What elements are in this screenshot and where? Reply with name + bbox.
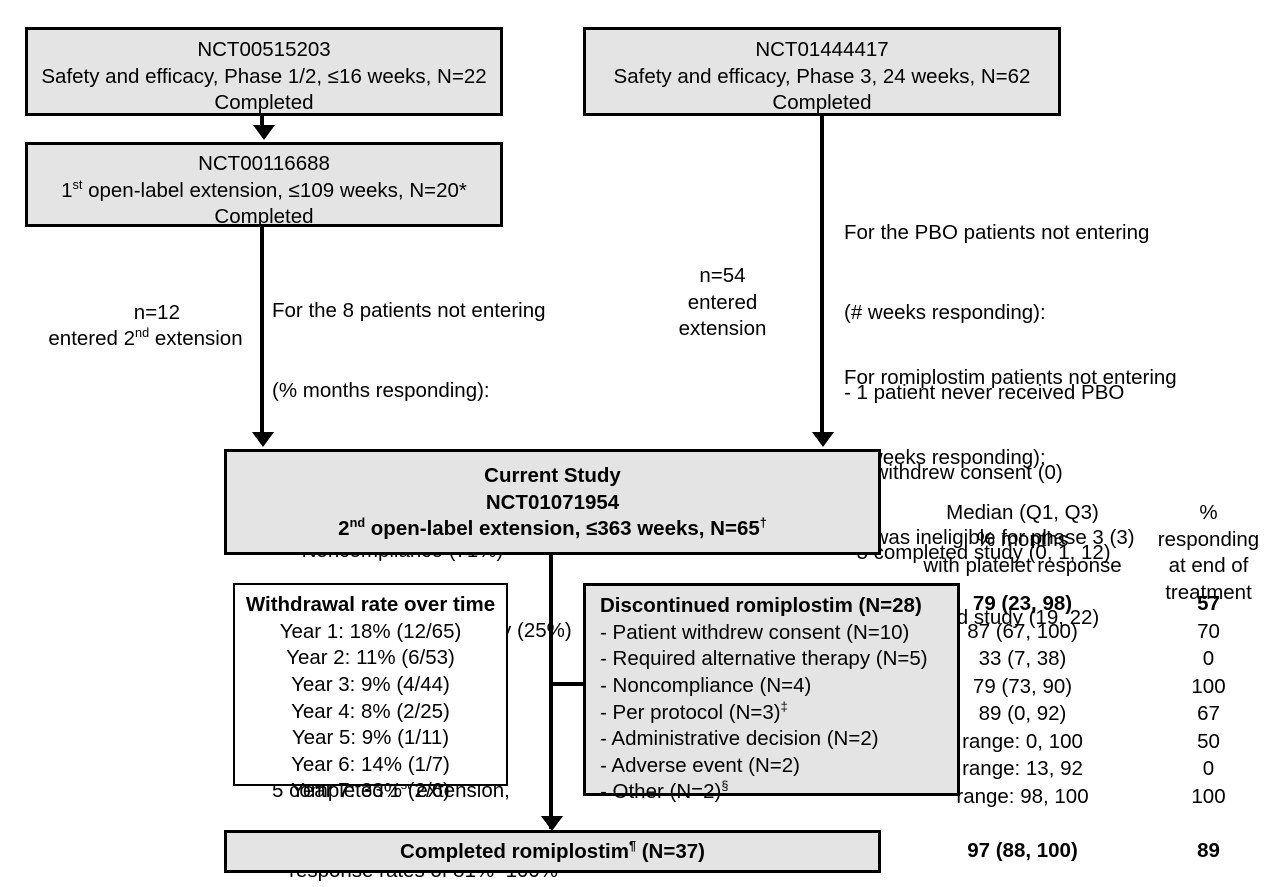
median-value-7: range: 13, 92 <box>962 757 1083 781</box>
pbo-note-l1: For the PBO patients not entering <box>844 221 1150 245</box>
connector-branch-to-discontinued <box>549 682 586 686</box>
discontinued-title: Discontinued romiplostim (N=28) <box>600 594 922 617</box>
study1-line3: Completed <box>214 91 314 115</box>
node-completed-romiplostim: Completed romiplostim¶ (N=37) <box>224 830 881 873</box>
node-withdrawal-rate: Withdrawal rate over time Year 1: 18% (1… <box>233 583 508 802</box>
node-study-nct00515203: NCT00515203 Safety and efficacy, Phase 1… <box>25 27 503 116</box>
responding-value-5: 67 <box>1197 702 1220 726</box>
discontinued-row-3: - Noncompliance (N=4) <box>600 673 812 697</box>
withdrawal-row-4: Year 4: 8% (2/25) <box>291 699 450 723</box>
pbo-note-l2: (# weeks responding): <box>844 301 1046 325</box>
left-note-l2: (% months responding): <box>272 379 490 403</box>
withdrawal-row-2: Year 2: 11% (6/53) <box>286 646 455 670</box>
romi-note-l1: For romiplostim patients not entering <box>844 366 1177 390</box>
median-value-1: 79 (23, 98) <box>972 592 1073 615</box>
arrowhead-study2-to-current <box>812 432 834 447</box>
completed-responding-value: 89 <box>1197 839 1220 862</box>
stats-header-responding: % responding at end of treatment <box>1157 501 1260 604</box>
completed-median-value: 97 (88, 100) <box>967 839 1078 862</box>
study1-line2: Safety and efficacy, Phase 1/2, ≤16 week… <box>41 64 487 88</box>
withdrawal-title: Withdrawal rate over time <box>245 593 496 616</box>
responding-value-2: 70 <box>1197 619 1220 643</box>
current-line2: NCT01071954 <box>485 490 620 514</box>
node-extension-nct00116688: NCT00116688 1st open-label extension, ≤1… <box>25 142 503 228</box>
responding-value-1: 57 <box>1197 592 1220 615</box>
connector-study1-to-ext1 <box>260 116 264 128</box>
ext1-line2: 1st open-label extension, ≤109 weeks, N=… <box>61 176 467 202</box>
node-study-nct01444417: NCT01444417 Safety and efficacy, Phase 3… <box>583 27 1061 116</box>
discontinued-row-2: - Required alternative therapy (N=5) <box>600 647 928 671</box>
connector-current-to-completed <box>549 555 553 829</box>
discontinued-row-6: - Adverse event (N=2) <box>600 753 800 777</box>
stats-responding-column: 57 70 0 100 67 50 0 100 <box>1146 590 1271 811</box>
ext1-line1: NCT00116688 <box>198 152 330 175</box>
median-value-3: 33 (7, 38) <box>978 647 1067 671</box>
note-pbo-not-entering: For the PBO patients not entering (# wee… <box>844 167 1244 620</box>
discontinued-row-1: - Patient withdrew consent (N=10) <box>600 620 910 644</box>
arrowhead-study1-to-ext1 <box>253 125 275 140</box>
connector-study2-to-current <box>820 116 824 434</box>
discontinued-row-4: - Per protocol (N=3)‡ <box>600 698 788 724</box>
study2-line2: Safety and efficacy, Phase 3, 24 weeks, … <box>613 64 1031 88</box>
discontinued-row-5: - Administrative decision (N=2) <box>600 727 879 751</box>
n12-text: n=12 entered 2 <box>48 300 180 351</box>
current-line3: 2nd open-label extension, ≤363 weeks, N=… <box>338 515 767 541</box>
responding-value-4: 100 <box>1191 674 1226 698</box>
withdrawal-row-3: Year 3: 9% (4/44) <box>291 672 450 696</box>
discontinued-row-7: - Other (N=2)§ <box>600 778 729 804</box>
responding-value-3: 0 <box>1202 647 1215 671</box>
current-line1: Current Study <box>484 464 621 487</box>
median-value-6: range: 0, 100 <box>962 729 1083 753</box>
withdrawal-row-1: Year 1: 18% (12/65) <box>279 619 462 643</box>
connector-ext1-to-current <box>260 227 264 434</box>
study2-line1: NCT01444417 <box>755 38 889 61</box>
responding-value-6: 50 <box>1197 729 1220 753</box>
study1-line1: NCT00515203 <box>197 38 331 61</box>
node-current-study: Current Study NCT01071954 2nd open-label… <box>224 449 881 555</box>
withdrawal-row-6: Year 6: 14% (1/7) <box>291 752 450 776</box>
romi-note-l2: (# weeks responding): <box>844 446 1046 470</box>
arrowhead-ext1-to-current <box>252 432 274 447</box>
label-n54-entered: n=54 entered extension <box>678 264 767 341</box>
left-note-l1: For the 8 patients not entering <box>272 299 546 323</box>
completed-label: Completed romiplostim¶ (N=37) <box>400 838 705 863</box>
ext1-line3: Completed <box>214 205 314 229</box>
responding-value-8: 100 <box>1191 784 1226 808</box>
median-value-4: 79 (73, 90) <box>972 674 1073 698</box>
withdrawal-row-7: Year 7: 33% (2/6) <box>291 779 450 803</box>
n12-sup: nd <box>135 325 150 341</box>
study2-line3: Completed <box>772 91 872 115</box>
node-discontinued-romiplostim: Discontinued romiplostim (N=28) - Patien… <box>583 583 960 803</box>
median-value-2: 87 (67, 100) <box>967 619 1078 643</box>
median-value-8: range: 98, 100 <box>956 784 1089 808</box>
withdrawal-row-5: Year 5: 9% (1/11) <box>291 726 450 750</box>
label-n12-entered: n=12 entered 2nd extension <box>28 273 263 380</box>
arrowhead-current-to-completed <box>541 816 563 831</box>
responding-value-7: 0 <box>1202 757 1215 781</box>
stats-median-column: 79 (23, 98) 87 (67, 100) 33 (7, 38) 79 (… <box>905 590 1140 811</box>
pbo-note-l3: - 1 patient never received PBO <box>844 381 1125 405</box>
stats-header-median: Median (Q1, Q3) % months with platelet r… <box>923 501 1122 578</box>
median-value-5: 89 (0, 92) <box>978 702 1067 726</box>
n12-tail: extension <box>149 327 243 351</box>
